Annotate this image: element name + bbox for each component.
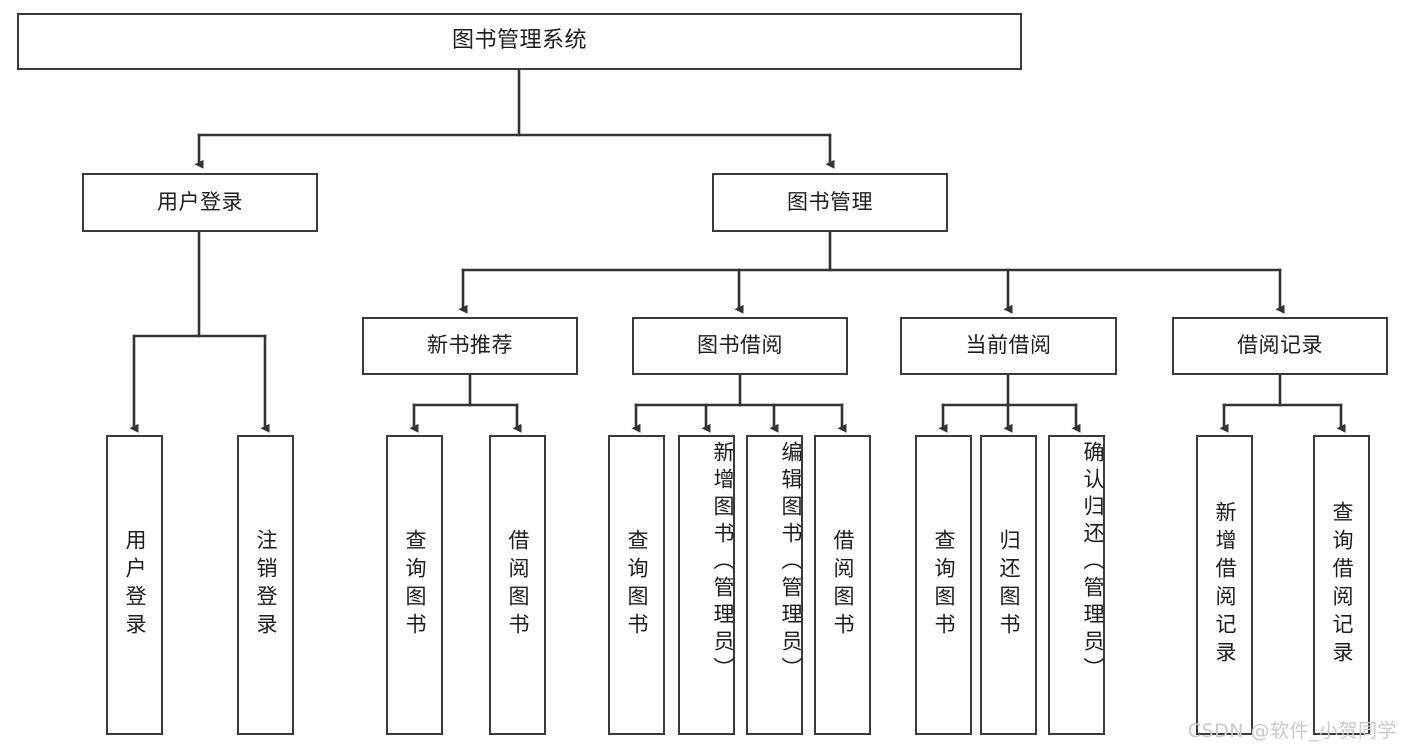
node-current-borrow-label: 当前借阅 [965, 333, 1052, 358]
leaf-label: 查询图书 [932, 529, 956, 641]
leaf-current-borrow-query-book[interactable]: 查询图书 [915, 435, 972, 735]
node-user-login[interactable]: 用户登录 [82, 173, 318, 232]
node-root-system[interactable]: 图书管理系统 [17, 13, 1022, 70]
leaf-book-borrow-add-book-admin[interactable]: 新增图书（管理员） [678, 435, 735, 735]
leaf-label: 归还图书 [997, 529, 1021, 641]
leaf-user-login-login[interactable]: 用户登录 [106, 435, 163, 735]
leaf-label: 借阅图书 [506, 529, 530, 641]
node-current-borrow[interactable]: 当前借阅 [900, 317, 1117, 375]
leaf-label: 借阅图书 [831, 529, 855, 641]
leaf-borrow-record-query-record[interactable]: 查询借阅记录 [1313, 435, 1370, 735]
leaf-user-login-logout[interactable]: 注销登录 [237, 435, 294, 735]
leaf-label: 查询图书 [625, 529, 649, 641]
node-book-management-label: 图书管理 [787, 189, 873, 214]
node-borrow-record-label: 借阅记录 [1237, 333, 1323, 358]
leaf-new-book-query-book[interactable]: 查询图书 [386, 435, 443, 735]
leaf-book-borrow-query-book[interactable]: 查询图书 [608, 435, 665, 735]
leaf-label: 新增借阅记录 [1213, 501, 1237, 669]
leaf-label: 编辑图书（管理员） [779, 441, 803, 684]
leaf-current-borrow-return-book[interactable]: 归还图书 [980, 435, 1037, 735]
node-new-book-recommend-label: 新书推荐 [427, 333, 513, 358]
leaf-borrow-record-add-record[interactable]: 新增借阅记录 [1196, 435, 1253, 735]
node-root-label: 图书管理系统 [451, 28, 587, 54]
leaf-label: 用户登录 [123, 529, 147, 641]
node-user-login-label: 用户登录 [157, 189, 243, 214]
node-book-borrow[interactable]: 图书借阅 [632, 317, 848, 375]
leaf-book-borrow-borrow-book[interactable]: 借阅图书 [814, 435, 871, 735]
leaf-label: 注销登录 [254, 529, 278, 641]
node-book-borrow-label: 图书借阅 [697, 333, 783, 358]
leaf-label: 查询借阅记录 [1330, 501, 1354, 669]
leaf-label: 查询图书 [403, 529, 427, 641]
node-new-book-recommend[interactable]: 新书推荐 [362, 317, 578, 375]
leaf-book-borrow-edit-book-admin[interactable]: 编辑图书（管理员） [746, 435, 803, 735]
leaf-label: 新增图书（管理员） [711, 441, 735, 684]
node-book-management[interactable]: 图书管理 [712, 173, 948, 232]
node-borrow-record[interactable]: 借阅记录 [1172, 317, 1388, 375]
leaf-new-book-borrow-book[interactable]: 借阅图书 [489, 435, 546, 735]
leaf-label: 确认归还（管理员） [1081, 441, 1105, 684]
leaf-current-borrow-confirm-return-admin[interactable]: 确认归还（管理员） [1048, 435, 1105, 735]
